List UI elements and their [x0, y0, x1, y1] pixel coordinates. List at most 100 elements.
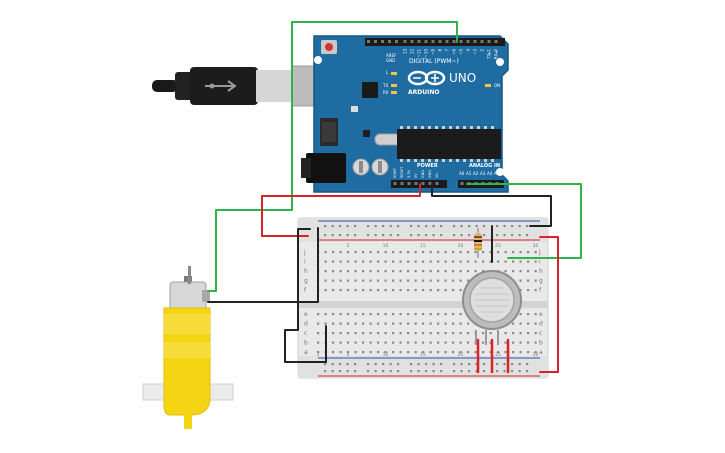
breadboard-hole[interactable]	[496, 363, 499, 366]
breadboard-hole[interactable]	[429, 260, 432, 263]
breadboard-hole[interactable]	[384, 332, 387, 335]
breadboard-hole[interactable]	[444, 332, 447, 335]
breadboard-hole[interactable]	[503, 363, 506, 366]
breadboard-hole[interactable]	[354, 289, 357, 292]
breadboard-hole[interactable]	[384, 279, 387, 282]
breadboard-hole[interactable]	[468, 234, 471, 237]
breadboard-hole[interactable]	[339, 313, 342, 316]
breadboard-hole[interactable]	[527, 332, 530, 335]
breadboard-hole[interactable]	[422, 322, 425, 325]
breadboard-hole[interactable]	[339, 279, 342, 282]
breadboard-hole[interactable]	[534, 341, 537, 344]
breadboard-hole[interactable]	[410, 363, 413, 366]
breadboard-hole[interactable]	[317, 341, 320, 344]
breadboard-hole[interactable]	[369, 270, 372, 273]
breadboard-hole[interactable]	[468, 363, 471, 366]
breadboard-hole[interactable]	[496, 234, 499, 237]
breadboard-hole[interactable]	[362, 279, 365, 282]
breadboard-hole[interactable]	[432, 363, 435, 366]
breadboard-hole[interactable]	[354, 270, 357, 273]
breadboard-hole[interactable]	[324, 225, 327, 228]
breadboard-hole[interactable]	[382, 234, 385, 237]
breadboard-hole[interactable]	[317, 322, 320, 325]
breadboard-hole[interactable]	[392, 260, 395, 263]
breadboard-hole[interactable]	[467, 332, 470, 335]
breadboard-hole[interactable]	[482, 260, 485, 263]
breadboard-hole[interactable]	[422, 279, 425, 282]
gas-sensor-icon[interactable]	[462, 270, 522, 345]
breadboard-hole[interactable]	[527, 341, 530, 344]
breadboard-hole[interactable]	[331, 225, 334, 228]
digital-pin-hole[interactable]	[417, 40, 421, 43]
breadboard-hole[interactable]	[339, 341, 342, 344]
breadboard-hole[interactable]	[429, 289, 432, 292]
breadboard-hole[interactable]	[399, 289, 402, 292]
breadboard-hole[interactable]	[440, 225, 443, 228]
breadboard-hole[interactable]	[339, 225, 342, 228]
breadboard-hole[interactable]	[367, 225, 370, 228]
power-jack[interactable]	[306, 153, 346, 183]
breadboard-hole[interactable]	[407, 322, 410, 325]
breadboard-hole[interactable]	[534, 313, 537, 316]
breadboard-hole[interactable]	[317, 351, 320, 354]
breadboard-hole[interactable]	[452, 341, 455, 344]
digital-pin-hole[interactable]	[480, 40, 484, 43]
breadboard-hole[interactable]	[317, 313, 320, 316]
breadboard-hole[interactable]	[417, 234, 420, 237]
breadboard-hole[interactable]	[339, 234, 342, 237]
breadboard-hole[interactable]	[526, 225, 529, 228]
breadboard-hole[interactable]	[429, 322, 432, 325]
breadboard-hole[interactable]	[339, 289, 342, 292]
breadboard-hole[interactable]	[437, 313, 440, 316]
breadboard-hole[interactable]	[519, 279, 522, 282]
breadboard-hole[interactable]	[527, 260, 530, 263]
breadboard-hole[interactable]	[497, 251, 500, 254]
breadboard-hole[interactable]	[374, 225, 377, 228]
breadboard-hole[interactable]	[425, 225, 428, 228]
breadboard-hole[interactable]	[496, 370, 499, 373]
breadboard-hole[interactable]	[512, 332, 515, 335]
breadboard-hole[interactable]	[452, 260, 455, 263]
breadboard-hole[interactable]	[534, 279, 537, 282]
breadboard-hole[interactable]	[324, 363, 327, 366]
breadboard-hole[interactable]	[414, 322, 417, 325]
breadboard-hole[interactable]	[324, 289, 327, 292]
breadboard-hole[interactable]	[392, 322, 395, 325]
breadboard-hole[interactable]	[489, 260, 492, 263]
breadboard-hole[interactable]	[392, 341, 395, 344]
power-pin-hole[interactable]	[435, 182, 439, 185]
breadboard-hole[interactable]	[332, 279, 335, 282]
breadboard-hole[interactable]	[399, 351, 402, 354]
breadboard-hole[interactable]	[410, 225, 413, 228]
digital-pin-hole[interactable]	[438, 40, 442, 43]
breadboard-hole[interactable]	[332, 289, 335, 292]
breadboard-hole[interactable]	[504, 270, 507, 273]
breadboard-hole[interactable]	[422, 289, 425, 292]
breadboard-hole[interactable]	[534, 260, 537, 263]
power-pin-hole[interactable]	[407, 182, 411, 185]
breadboard-hole[interactable]	[504, 251, 507, 254]
breadboard-hole[interactable]	[399, 260, 402, 263]
breadboard-hole[interactable]	[527, 289, 530, 292]
breadboard-hole[interactable]	[429, 351, 432, 354]
breadboard-hole[interactable]	[475, 370, 478, 373]
breadboard-hole[interactable]	[453, 370, 456, 373]
breadboard-hole[interactable]	[392, 351, 395, 354]
breadboard-hole[interactable]	[444, 322, 447, 325]
breadboard-hole[interactable]	[527, 322, 530, 325]
analog-pin-hole[interactable]	[460, 182, 464, 185]
digital-pin-hole[interactable]	[452, 40, 456, 43]
breadboard-hole[interactable]	[474, 251, 477, 254]
breadboard-hole[interactable]	[422, 251, 425, 254]
breadboard-hole[interactable]	[425, 234, 428, 237]
digital-pin-hole[interactable]	[494, 40, 498, 43]
breadboard-hole[interactable]	[475, 363, 478, 366]
breadboard-hole[interactable]	[422, 332, 425, 335]
breadboard-hole[interactable]	[346, 234, 349, 237]
breadboard-hole[interactable]	[519, 332, 522, 335]
breadboard-hole[interactable]	[399, 251, 402, 254]
breadboard-hole[interactable]	[347, 251, 350, 254]
breadboard-hole[interactable]	[452, 332, 455, 335]
breadboard-hole[interactable]	[354, 260, 357, 263]
breadboard-hole[interactable]	[437, 251, 440, 254]
